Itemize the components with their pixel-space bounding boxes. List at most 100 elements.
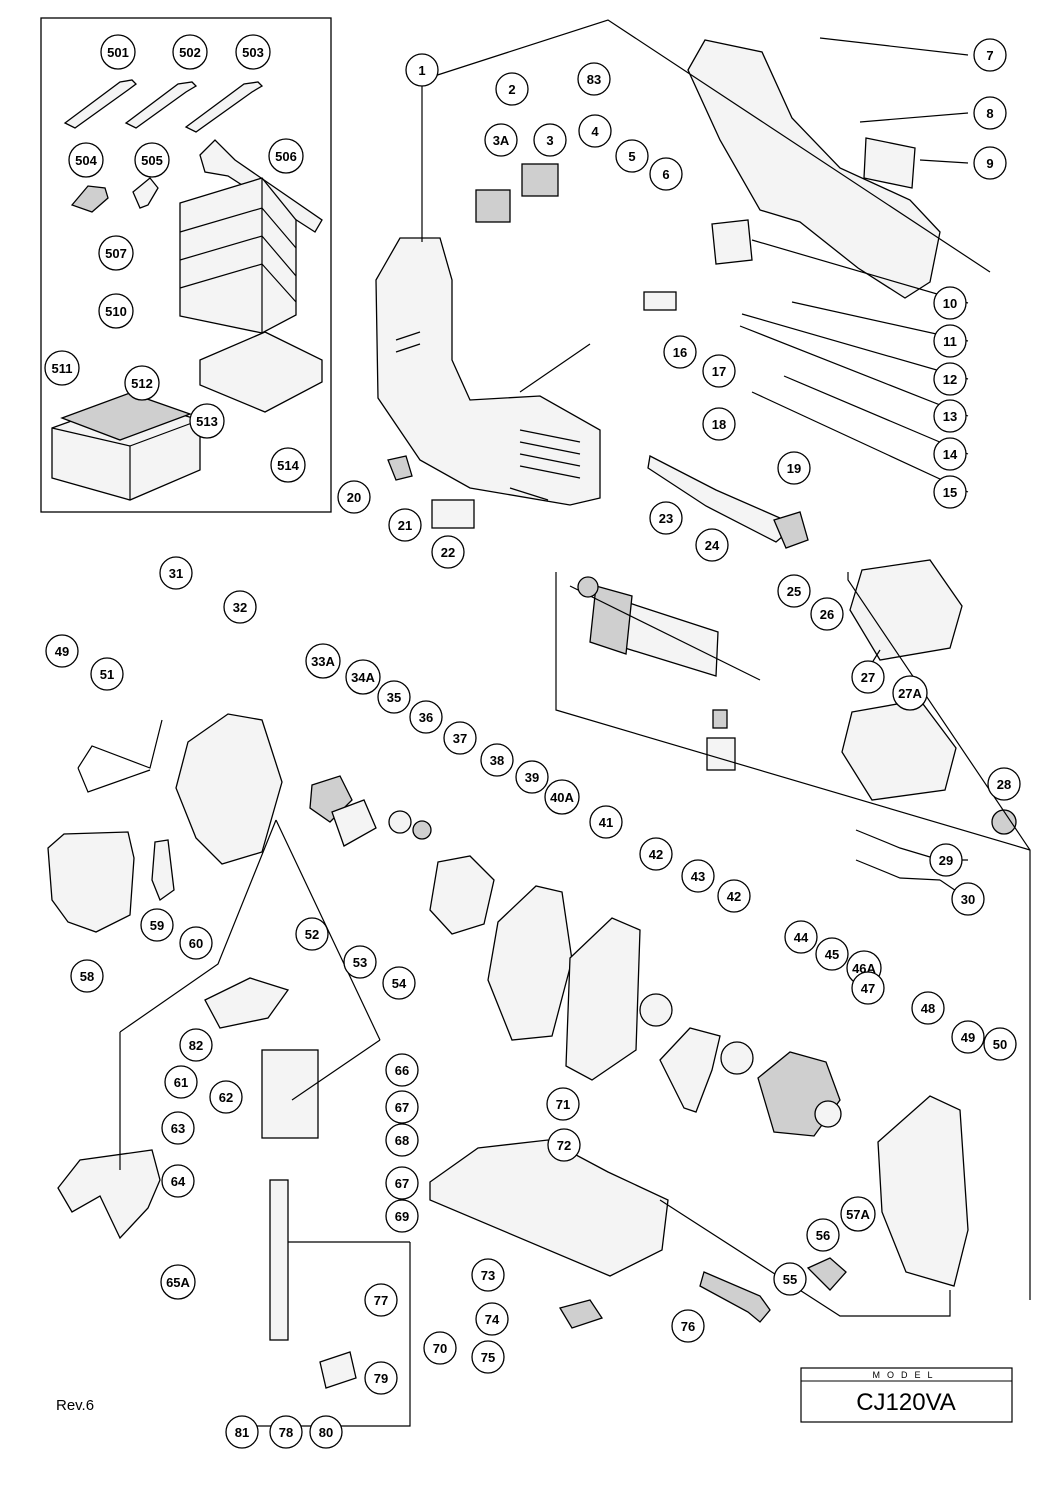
callout-label: 6	[662, 167, 669, 182]
callout-label: 22	[441, 545, 455, 560]
callout-label: 72	[557, 1138, 571, 1153]
callout-6: 6	[649, 157, 683, 191]
callout-label: 64	[171, 1174, 186, 1189]
callout-42: 42	[639, 837, 673, 871]
plunger-70	[269, 1179, 289, 1341]
callout-42: 42	[717, 879, 751, 913]
callout-label: 501	[107, 45, 129, 60]
callout-80: 80	[309, 1415, 343, 1449]
callout-40A: 40A	[544, 779, 580, 815]
callout-23: 23	[649, 501, 683, 535]
lead-wire-30	[855, 859, 941, 881]
callout-27A: 27A	[892, 675, 928, 711]
callout-label: 3	[546, 133, 553, 148]
callout-79: 79	[364, 1361, 398, 1395]
callout-7: 7	[973, 38, 1007, 72]
lever-43	[659, 1027, 721, 1113]
callout-label: 40A	[550, 790, 574, 805]
callout-59: 59	[140, 908, 174, 942]
callout-label: 70	[433, 1341, 447, 1356]
callout-label: 63	[171, 1121, 185, 1136]
washer-42b	[720, 1041, 754, 1075]
callout-3: 3	[533, 123, 567, 157]
callout-26: 26	[810, 597, 844, 631]
callout-30: 30	[951, 882, 985, 916]
callout-label: 69	[395, 1209, 409, 1224]
callout-label: 43	[691, 869, 705, 884]
callout-501: 501	[100, 34, 136, 70]
callout-label: 13	[943, 409, 957, 424]
callout-25: 25	[777, 574, 811, 608]
gasket-41	[565, 917, 641, 1081]
callout-20: 20	[337, 480, 371, 514]
bearing-23	[577, 576, 599, 598]
callout-label: 52	[305, 927, 319, 942]
callout-label: 511	[52, 361, 73, 376]
bearing-28	[991, 809, 1017, 835]
callout-513: 513	[189, 403, 225, 439]
callout-502: 502	[172, 34, 208, 70]
callout-label: 25	[787, 584, 801, 599]
callout-label: 41	[599, 815, 613, 830]
callout-10: 10	[933, 286, 967, 320]
callout-510: 510	[98, 293, 134, 329]
capacitor-10	[711, 219, 753, 265]
callout-5: 5	[615, 139, 649, 173]
callout-15: 15	[933, 475, 967, 509]
callout-77: 77	[364, 1283, 398, 1317]
callout-label: 75	[481, 1350, 495, 1365]
callout-503: 503	[235, 34, 271, 70]
switch-6	[643, 291, 677, 311]
callout-3A: 3A	[484, 123, 518, 157]
callout-label: 57A	[846, 1207, 870, 1222]
callout-12: 12	[933, 362, 967, 396]
washer-45	[814, 1100, 842, 1128]
model-number: CJ120VA	[856, 1389, 956, 1416]
callout-label: 73	[481, 1268, 495, 1283]
callout-16: 16	[663, 335, 697, 369]
callout-label: 2	[508, 82, 515, 97]
callout-45: 45	[815, 937, 849, 971]
callout-76: 76	[671, 1309, 705, 1343]
accessory-inset-box	[40, 17, 332, 513]
callout-27: 27	[851, 660, 885, 694]
model-caption: MODEL	[872, 1370, 939, 1380]
callout-label: 33A	[311, 654, 335, 669]
switch-module-3	[475, 163, 559, 223]
callout-label: 82	[189, 1038, 203, 1053]
callout-label: 67	[395, 1176, 409, 1191]
callout-label: 1	[418, 63, 425, 78]
callout-label: 11	[943, 334, 957, 349]
handle-cover-7	[687, 39, 941, 299]
label-9	[863, 137, 916, 189]
callout-label: 35	[387, 690, 401, 705]
callout-label: 34A	[351, 670, 375, 685]
callout-label: 26	[820, 607, 834, 622]
callout-label: 39	[525, 770, 539, 785]
callout-74: 74	[475, 1302, 509, 1336]
callout-label: 24	[705, 538, 720, 553]
callout-48: 48	[911, 991, 945, 1025]
blade-holder-79	[319, 1351, 357, 1389]
callout-72: 72	[547, 1128, 581, 1162]
callout-label: 20	[347, 490, 361, 505]
callout-label: 503	[242, 45, 264, 60]
callout-label: 23	[659, 511, 673, 526]
callout-8: 8	[973, 96, 1007, 130]
callout-64: 64	[161, 1164, 195, 1198]
callout-label: 31	[169, 566, 183, 581]
callout-511: 511	[44, 350, 80, 386]
callout-label: 79	[374, 1371, 388, 1386]
callout-label: 83	[587, 72, 601, 87]
callout-70: 70	[423, 1331, 457, 1365]
callout-31: 31	[159, 556, 193, 590]
callout-29: 29	[929, 843, 963, 877]
callout-label: 14	[943, 447, 958, 462]
callout-label: 8	[986, 106, 993, 121]
housing-1	[375, 237, 601, 506]
callout-label: 48	[921, 1001, 935, 1016]
callout-17: 17	[702, 354, 736, 388]
knob-21	[387, 455, 413, 481]
